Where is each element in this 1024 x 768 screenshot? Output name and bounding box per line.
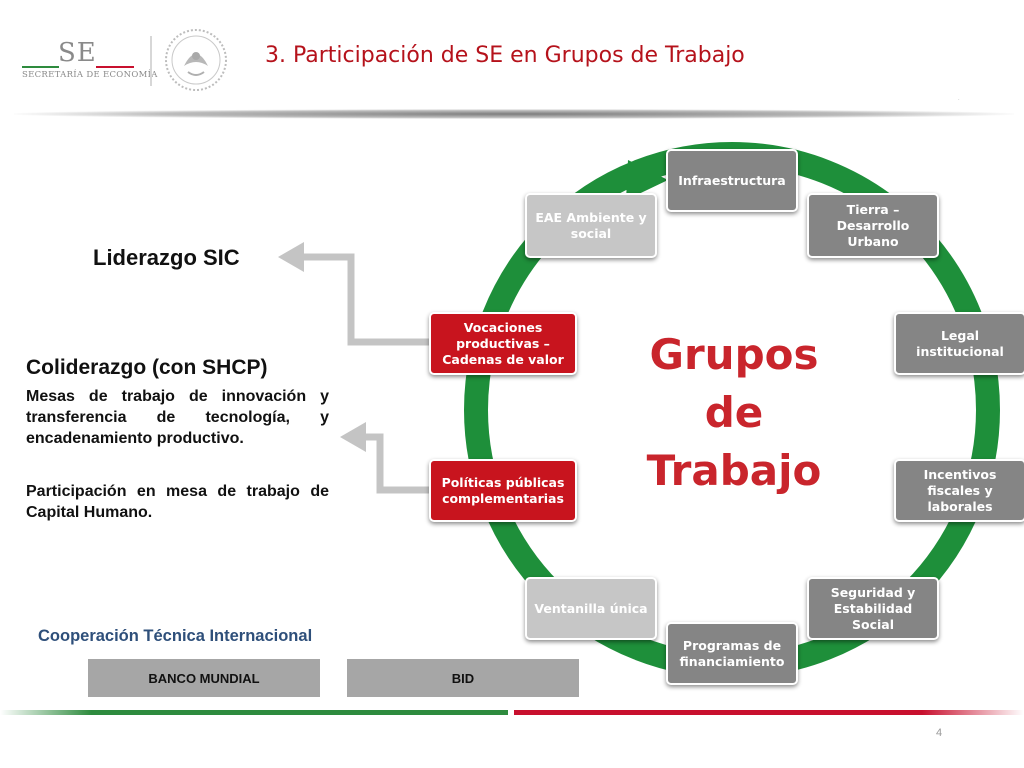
center-line-grupos: Grupos [649, 330, 819, 379]
center-line-de: de [704, 388, 764, 437]
connector-arrow-coliderazgo [340, 422, 430, 494]
node-politicas-publicas: Políticas públicas complementarias [429, 459, 577, 522]
node-infraestructura: Infraestructura [666, 149, 798, 212]
node-legal-institucional: Legal institucional [894, 312, 1024, 375]
banco-mundial-box: BANCO MUNDIAL [88, 659, 320, 697]
coliderazgo-heading: Coliderazgo (con SHCP) [26, 356, 268, 379]
footer-green-rule [0, 710, 508, 715]
node-ventanilla-unica: Ventanilla única [525, 577, 657, 640]
page-number: 4 [936, 727, 943, 739]
node-tierra-desarrollo-urbano: Tierra – Desarrollo Urbano [807, 193, 939, 258]
cooperacion-heading: Cooperación Técnica Internacional [38, 627, 313, 645]
connector-arrow-liderazgo [278, 242, 430, 346]
diagram-center-title: Grupos de Trabajo [646, 326, 822, 500]
se-logo-subtitle: SECRETARÍA DE ECONOMÍA [22, 70, 158, 80]
node-vocaciones-productivas: Vocaciones productivas – Cadenas de valo… [429, 312, 577, 375]
node-programas-financiamiento: Programas de financiamiento [666, 622, 798, 685]
logo-tricolor-rule [22, 66, 134, 68]
center-line-trabajo: Trabajo [646, 446, 822, 495]
header-tiny-mark: · [958, 97, 960, 103]
node-seguridad-estabilidad: Seguridad y Estabilidad Social [807, 577, 939, 640]
ring-arrowhead-icon [626, 160, 668, 200]
node-eae-ambiente: EAE Ambiente y social [525, 193, 657, 258]
footer-red-rule [514, 710, 1024, 715]
node-incentivos-fiscales: Incentivos fiscales y laborales [894, 459, 1024, 522]
se-logo-mark: SE [58, 38, 97, 68]
bid-box: BID [347, 659, 579, 697]
capital-humano-description: Participación en mesa de trabajo de Capi… [26, 483, 329, 521]
national-seal-icon [165, 29, 227, 91]
liderazgo-heading: Liderazgo SIC [93, 245, 240, 270]
header-shadow-rule [14, 109, 1014, 119]
coliderazgo-description: Mesas de trabajo de innovación y transfe… [26, 388, 329, 447]
page-title: 3. Participación de SE en Grupos de Trab… [265, 43, 745, 68]
logo-divider [150, 36, 152, 86]
